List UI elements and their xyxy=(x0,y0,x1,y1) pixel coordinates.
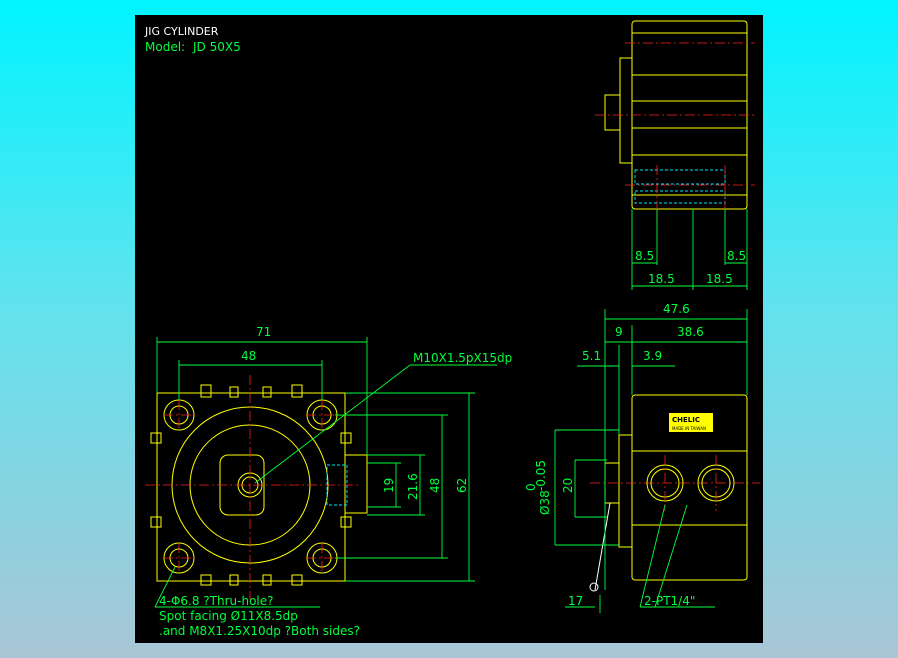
dim-8-5-right: 8.5 xyxy=(727,249,746,263)
label-plate-line: MADE IN TAIWAN xyxy=(672,426,706,431)
dim-48-right: 48 xyxy=(428,478,442,493)
model-label: Model: xyxy=(145,40,185,54)
side-view-rod-end xyxy=(618,434,633,548)
port-note: 2-PT1/4" xyxy=(644,594,695,608)
dim-38-tol-lower: -0.05 xyxy=(534,460,548,491)
top-view: 8.5 8.5 18.5 18.5 xyxy=(595,20,755,290)
dim-5-1: 5.1 xyxy=(582,349,601,363)
hidden-port xyxy=(634,169,726,185)
dim-19: 19 xyxy=(382,478,396,493)
label-plate-brand: CHELIC xyxy=(672,416,700,424)
top-view-rod-end xyxy=(619,57,633,164)
note-line-3: .and M8X1.25X10dp ?Both sides? xyxy=(159,624,360,638)
dim-21-6: 21.6 xyxy=(406,473,420,500)
dim-38-6: 38.6 xyxy=(677,325,704,339)
thread-note: M10X1.5pX15dp xyxy=(413,351,512,365)
cad-drawing: JIG CYLINDER Model: JD 50X5 8.5 8.5 18.5… xyxy=(144,20,760,638)
dim-48-top: 48 xyxy=(241,349,256,363)
hidden-port xyxy=(634,190,726,204)
dim-62: 62 xyxy=(455,478,469,493)
dim-18-5-left: 18.5 xyxy=(648,272,675,286)
note-line-1: 4-Φ6.8 ?Thru-hole? xyxy=(159,594,274,608)
model-value: JD 50X5 xyxy=(192,40,241,54)
dim-38-dia: Ø38 xyxy=(538,490,552,515)
front-view: 71 48 19 21.6 48 62 M10X1.5pX15dp xyxy=(145,325,512,608)
drawing-title: JIG CYLINDER xyxy=(144,25,219,38)
drawing-sheet: JIG CYLINDER Model: JD 50X5 8.5 8.5 18.5… xyxy=(135,15,763,643)
dim-38-tol-upper: 0 xyxy=(524,483,538,491)
side-view: CHELIC MADE IN TAIWAN 47.6 9 38.6 5.1 3.… xyxy=(524,302,760,613)
note-line-2: Spot facing Ø11X8.5dp xyxy=(159,609,298,623)
dim-3-9: 3.9 xyxy=(643,349,662,363)
label-plate xyxy=(669,413,713,432)
dim-71: 71 xyxy=(256,325,271,339)
dim-8-5-left: 8.5 xyxy=(635,249,654,263)
side-port xyxy=(344,454,368,514)
dim-47-6: 47.6 xyxy=(663,302,690,316)
dim-17: 17 xyxy=(568,594,583,608)
dim-18-5-right: 18.5 xyxy=(706,272,733,286)
top-view-rod xyxy=(604,94,621,131)
dim-9: 9 xyxy=(615,325,623,339)
dim-20: 20 xyxy=(561,478,575,493)
